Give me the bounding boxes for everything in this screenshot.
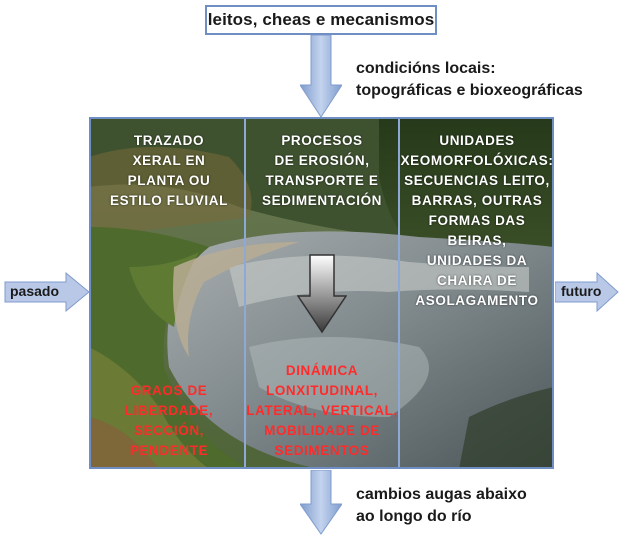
text-line: LONXITUDINAL, <box>265 383 379 398</box>
top-title: leitos, cheas e mecanismos <box>207 10 435 29</box>
river-photo <box>89 117 554 469</box>
text-line: PENDENTE <box>129 443 209 458</box>
text-line: FORMAS DAS BEIRAS, <box>428 213 526 248</box>
future-arrow <box>555 272 619 312</box>
column-1-top-text: TRAZADO XERAL EN PLANTA OU ESTILO FLUVIA… <box>96 131 242 211</box>
text-line: SECUENCIAS LEITO, <box>404 173 550 188</box>
text-line: PLANTA OU <box>127 173 211 188</box>
text-line: PROCESOS <box>281 133 363 148</box>
text-line: SEDIMENTACIÓN <box>261 193 383 208</box>
column-1-bottom-text: GRAOS DE LIBERDADE, SECCIÓN, PENDENTE <box>96 381 242 461</box>
bottom-down-arrow <box>300 470 342 535</box>
column-divider-1 <box>244 117 246 469</box>
top-note-line-2: topográficas e bioxeográficas <box>356 82 583 99</box>
past-label: pasado <box>10 283 60 299</box>
top-title-box: leitos, cheas e mecanismos <box>205 5 437 35</box>
column-2-top-text: PROCESOS DE EROSIÓN, TRANSPORTE E SEDIME… <box>246 131 398 211</box>
text-line: MOBILIDADE DE <box>264 423 380 438</box>
bottom-note-line-1: cambios augas abaixo <box>356 486 527 503</box>
text-line: LIBERDADE, <box>124 403 214 418</box>
text-line: TRANSPORTE E <box>265 173 379 188</box>
text-line: CHAIRA DE <box>437 273 517 288</box>
text-line: GRAOS DE <box>130 383 208 398</box>
bottom-note-line-2: ao longo do río <box>356 508 472 525</box>
text-line: XERAL EN <box>132 153 206 168</box>
text-line: DINÁMICA <box>285 363 359 378</box>
top-note: condicións locais: topográficas e bioxeo… <box>356 58 583 102</box>
process-down-arrow <box>297 254 347 334</box>
photo-frame <box>89 117 554 469</box>
text-line: SEDIMENTOS <box>274 443 370 458</box>
text-line: TRAZADO <box>133 133 205 148</box>
column-3-top-text: UNIDADES XEOMORFOLÓXICAS: SECUENCIAS LEI… <box>400 131 554 311</box>
top-down-arrow <box>300 35 342 118</box>
top-note-line-1: condicións locais: <box>356 60 496 77</box>
column-divider-2 <box>398 117 400 469</box>
column-2-bottom-text: DINÁMICA LONXITUDINAL, LATERAL, VERTICAL… <box>246 361 398 461</box>
text-line: UNIDADES DA <box>426 253 528 268</box>
past-arrow <box>4 272 90 312</box>
text-line: DE EROSIÓN, <box>274 153 370 168</box>
text-line: LATERAL, VERTICAL, <box>246 403 398 418</box>
bottom-note: cambios augas abaixo ao longo do río <box>356 484 527 528</box>
text-line: SECCIÓN, <box>133 423 205 438</box>
text-line: BARRAS, OUTRAS <box>411 193 543 208</box>
text-line: ESTILO FLUVIAL <box>110 193 228 208</box>
text-line: UNIDADES <box>439 133 515 148</box>
text-line: ASOLAGAMENTO <box>415 293 539 308</box>
text-line: XEOMORFOLÓXICAS: <box>400 153 554 168</box>
future-label: futuro <box>561 283 602 299</box>
